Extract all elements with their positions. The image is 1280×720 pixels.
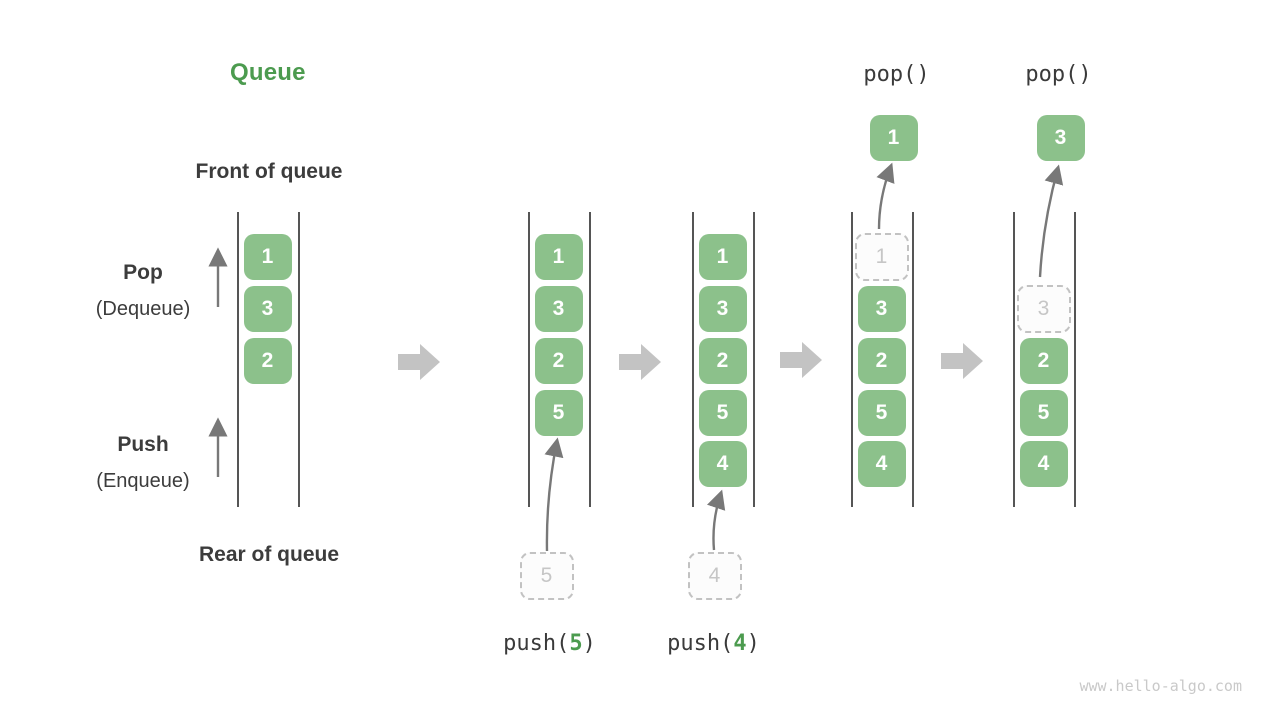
pending-cell: 5 — [519, 552, 574, 600]
front-of-queue-label: Front of queue — [195, 160, 343, 183]
pop-label: pop() — [1025, 62, 1092, 87]
diagram-title: Queue — [230, 59, 306, 86]
push-label-suffix: ) — [582, 631, 596, 656]
watermark: www.hello-algo.com — [1079, 677, 1242, 695]
queue-cell: 2 — [534, 338, 583, 384]
pop-arrow-icon — [876, 162, 895, 230]
queue-cell: 5 — [698, 390, 747, 436]
queue-cell: 1 — [243, 234, 292, 280]
pop-side-sublabel: (Dequeue) — [95, 298, 191, 320]
push-label: push(5) — [490, 631, 610, 656]
queue-cell: 2 — [857, 338, 906, 384]
rear-of-queue-label: Rear of queue — [198, 543, 340, 566]
push-side-label: Push — [117, 433, 169, 456]
push-side-sublabel: (Enqueue) — [96, 470, 190, 492]
next-step-arrow-icon — [619, 344, 661, 380]
queue-cell: 5 — [857, 390, 906, 436]
queue-wall-right — [298, 212, 300, 507]
pending-cell: 4 — [687, 552, 742, 600]
queue-cell: 3 — [698, 286, 747, 332]
push-label-prefix: push( — [503, 631, 570, 656]
queue-cell: 1 — [698, 234, 747, 280]
push-label-arg: 5 — [569, 631, 583, 656]
queue-cell: 3 — [857, 286, 906, 332]
queue-wall-left — [692, 212, 694, 507]
pop-arrow-icon — [1038, 164, 1064, 278]
pop-label: pop() — [863, 62, 930, 87]
popped-cell: 1 — [869, 115, 918, 161]
queue-wall-left — [528, 212, 530, 507]
queue-wall-right — [1074, 212, 1076, 507]
push-label-arg: 4 — [733, 631, 747, 656]
queue-cell: 5 — [534, 390, 583, 436]
queue-cell-ghost: 3 — [1016, 285, 1071, 333]
next-step-arrow-icon — [398, 344, 440, 380]
pop-side-label: Pop — [123, 261, 163, 284]
queue-cell: 3 — [534, 286, 583, 332]
queue-wall-left — [1013, 212, 1015, 507]
queue-wall-left — [851, 212, 853, 507]
queue-wall-left — [237, 212, 239, 507]
queue-wall-right — [589, 212, 591, 507]
queue-cell-ghost: 1 — [854, 233, 909, 281]
push-label-prefix: push( — [667, 631, 734, 656]
queue-cell: 4 — [698, 441, 747, 487]
queue-cell: 2 — [698, 338, 747, 384]
queue-cell: 5 — [1019, 390, 1068, 436]
popped-cell: 3 — [1036, 115, 1085, 161]
queue-cell: 1 — [534, 234, 583, 280]
queue-wall-right — [753, 212, 755, 507]
push-arrow-icon — [544, 437, 564, 552]
push-label-suffix: ) — [746, 631, 760, 656]
queue-cell: 4 — [857, 441, 906, 487]
queue-cell: 2 — [1019, 338, 1068, 384]
push-label: push(4) — [654, 631, 774, 656]
queue-cell: 3 — [243, 286, 292, 332]
next-step-arrow-icon — [941, 343, 983, 379]
queue-wall-right — [912, 212, 914, 507]
queue-cell: 4 — [1019, 441, 1068, 487]
next-step-arrow-icon — [780, 342, 822, 378]
queue-cell: 2 — [243, 338, 292, 384]
push-arrow-icon — [706, 489, 726, 551]
